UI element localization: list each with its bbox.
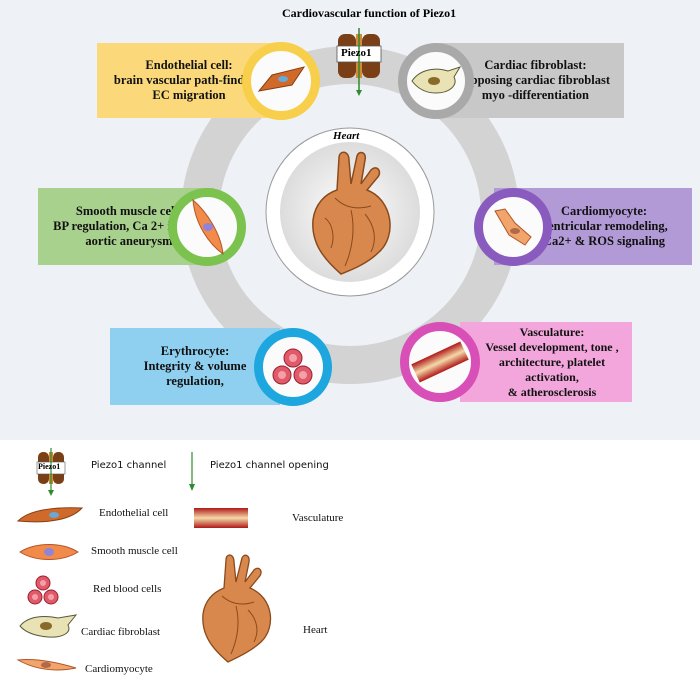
legend-fibroblast-icon — [19, 614, 78, 638]
fibroblast-line-3: myo -differentiation — [481, 88, 589, 102]
heart-illustration — [312, 151, 391, 275]
legend-channel-opening: Piezo1 channel opening — [210, 460, 329, 471]
legend-vasculature: Vasculature — [292, 512, 344, 524]
legend-vasculature-icon — [194, 508, 248, 528]
erythrocyte-line-1: Erythrocyte: — [160, 344, 230, 358]
smooth-muscle-cell-icon — [192, 198, 224, 256]
fibroblast-line-2: Opposing cardiac fibroblast — [460, 73, 610, 87]
cardiomyocyte-ring — [474, 188, 552, 266]
endothelial-line-3: EC migration — [152, 88, 226, 102]
erythrocyte-line-3: regulation, — [166, 374, 224, 388]
heart-label: Heart — [333, 130, 360, 142]
piezo1-label: Piezo1 — [341, 47, 372, 59]
erythrocyte-box: Erythrocyte: Integrity & volume regulati… — [110, 328, 280, 405]
legend-piezo1-icon-label: Piezo1 — [38, 462, 61, 471]
smooth-muscle-line-3: aortic aneurysm — [85, 234, 173, 248]
endothelial-line-1: Endothelial cell: — [145, 58, 233, 72]
legend-fibroblast: Cardiac fibroblast — [81, 626, 161, 638]
piezo1-channel-icon — [336, 28, 382, 96]
legend-rbc-icon — [27, 575, 59, 605]
endothelial-line-2: brain vascular path-finding, — [113, 73, 265, 87]
endothelial-ring — [242, 42, 320, 120]
legend-endothelial: Endothelial cell — [99, 507, 169, 519]
erythrocyte-ring — [254, 328, 332, 406]
cardiomyocyte-cell-icon — [494, 208, 532, 246]
legend-smooth-muscle-icon — [19, 544, 79, 560]
legend-smooth-muscle: Smooth muscle cell — [91, 545, 178, 557]
vasculature-icon — [411, 341, 469, 383]
rbc-icon — [272, 348, 313, 385]
vasculature-line-2: Vessel development, tone , — [485, 339, 619, 354]
fibroblast-line-1: Cardiac fibroblast: — [484, 58, 587, 72]
legend-heart: Heart — [303, 624, 328, 636]
legend-cardiomyocyte-icon — [16, 659, 77, 671]
fibroblast-cell-icon — [411, 66, 462, 94]
legend-rbc: Red blood cells — [93, 583, 162, 595]
cardiomyocyte-line-2: Ventricular remodeling, — [540, 219, 668, 233]
smooth-muscle-line-1: Smooth muscle cell: — [75, 204, 183, 218]
vasculature-ring — [400, 322, 480, 402]
diagram-title: Cardiovascular function of Piezo1 — [282, 6, 457, 20]
fibroblast-ring — [398, 43, 474, 119]
legend-heart-icon — [202, 554, 272, 663]
smooth-muscle-line-2: BP regulation, Ca 2+ influx , — [53, 219, 205, 233]
legend-opening-arrow-icon — [189, 452, 195, 491]
cardiomyocyte-line-1: Cardiomyocyte: — [560, 204, 648, 218]
legend-piezo1-icon — [36, 448, 66, 496]
legend-endothelial-icon — [16, 507, 84, 523]
vasculature-line-3: architecture, platelet — [498, 354, 606, 369]
smooth-muscle-ring — [168, 188, 246, 266]
legend-piezo1-channel: Piezo1 channel — [91, 460, 167, 471]
endothelial-cell-icon — [257, 66, 306, 92]
vasculature-line-1: Vasculature: — [519, 324, 585, 339]
vasculature-line-5: & atherosclerosis — [507, 384, 597, 399]
erythrocyte-line-2: Integrity & volume — [143, 359, 247, 373]
cardiomyocyte-line-3: Ca2+ & ROS signaling — [542, 234, 666, 248]
vasculature-line-4: activation, — [525, 369, 579, 384]
legend-cardiomyocyte: Cardiomyocyte — [85, 663, 153, 675]
vasculature-box: Vasculature: Vessel development, tone , … — [460, 322, 632, 402]
